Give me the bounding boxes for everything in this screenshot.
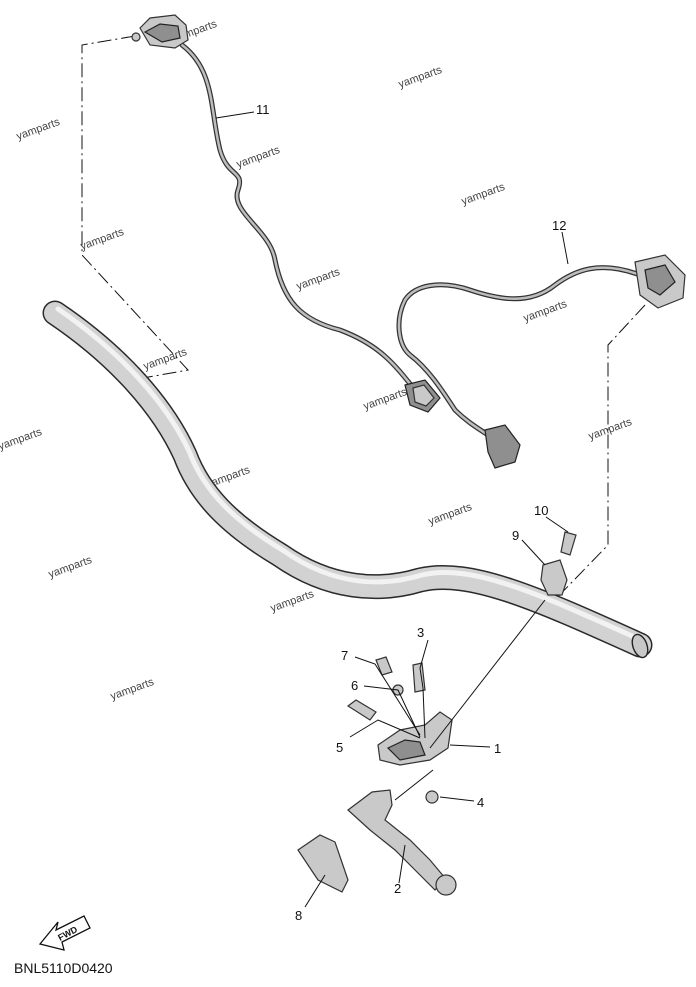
watermark-6: yamparts xyxy=(79,226,126,253)
callout-10: 10 xyxy=(534,503,548,518)
assembly-lines xyxy=(81,35,646,611)
lever xyxy=(347,789,446,891)
fwd-arrow-icon xyxy=(38,915,91,951)
handlebar xyxy=(42,300,653,659)
watermark-12: yamparts xyxy=(0,426,44,453)
callout-2: 2 xyxy=(394,881,401,896)
bolt-3 xyxy=(412,662,426,693)
fwd-arrow: FWD xyxy=(38,915,91,951)
bolt-10 xyxy=(560,531,577,556)
clamp xyxy=(540,559,568,596)
callout-12: 12 xyxy=(552,218,566,233)
watermark-9: yamparts xyxy=(142,346,189,373)
watermark-4: yamparts xyxy=(235,144,282,171)
diagram-code: BNL5110D0420 xyxy=(14,960,113,976)
watermark-16: yamparts xyxy=(269,588,316,615)
switch-cable-12 xyxy=(396,254,686,469)
callout-3: 3 xyxy=(417,625,424,640)
bolt-5 xyxy=(346,699,377,721)
assembly-line-left xyxy=(81,35,189,379)
leader-lines xyxy=(215,111,569,908)
nut-4 xyxy=(425,790,439,804)
callout-9: 9 xyxy=(512,528,519,543)
watermark-8: yamparts xyxy=(522,298,569,325)
callout-5: 5 xyxy=(336,740,343,755)
callout-11: 11 xyxy=(256,102,270,117)
watermark-11: yamparts xyxy=(587,416,634,443)
assembly-line-right xyxy=(544,304,646,611)
callout-7: 7 xyxy=(341,648,348,663)
callout-4: 4 xyxy=(477,795,484,810)
callout-6: 6 xyxy=(351,678,358,693)
watermark-14: yamparts xyxy=(427,501,474,528)
watermark-2: yamparts xyxy=(397,64,444,91)
callouts: 1 2 3 4 5 6 7 8 9 10 11 12 xyxy=(256,102,566,923)
switch-cable-11 xyxy=(131,14,441,413)
lever-holder-assembly xyxy=(297,531,577,896)
watermark-15: yamparts xyxy=(47,554,94,581)
callout-8: 8 xyxy=(295,908,302,923)
callout-1: 1 xyxy=(494,741,501,756)
bolt-7 xyxy=(375,656,393,676)
lever-ball-end xyxy=(435,874,457,896)
watermark-5: yamparts xyxy=(460,181,507,208)
watermark-7: yamparts xyxy=(295,266,342,293)
lever-guard xyxy=(297,834,349,893)
watermark-10: yamparts xyxy=(362,386,409,413)
watermark-3: yamparts xyxy=(15,116,62,143)
watermark-17: yamparts xyxy=(109,676,156,703)
